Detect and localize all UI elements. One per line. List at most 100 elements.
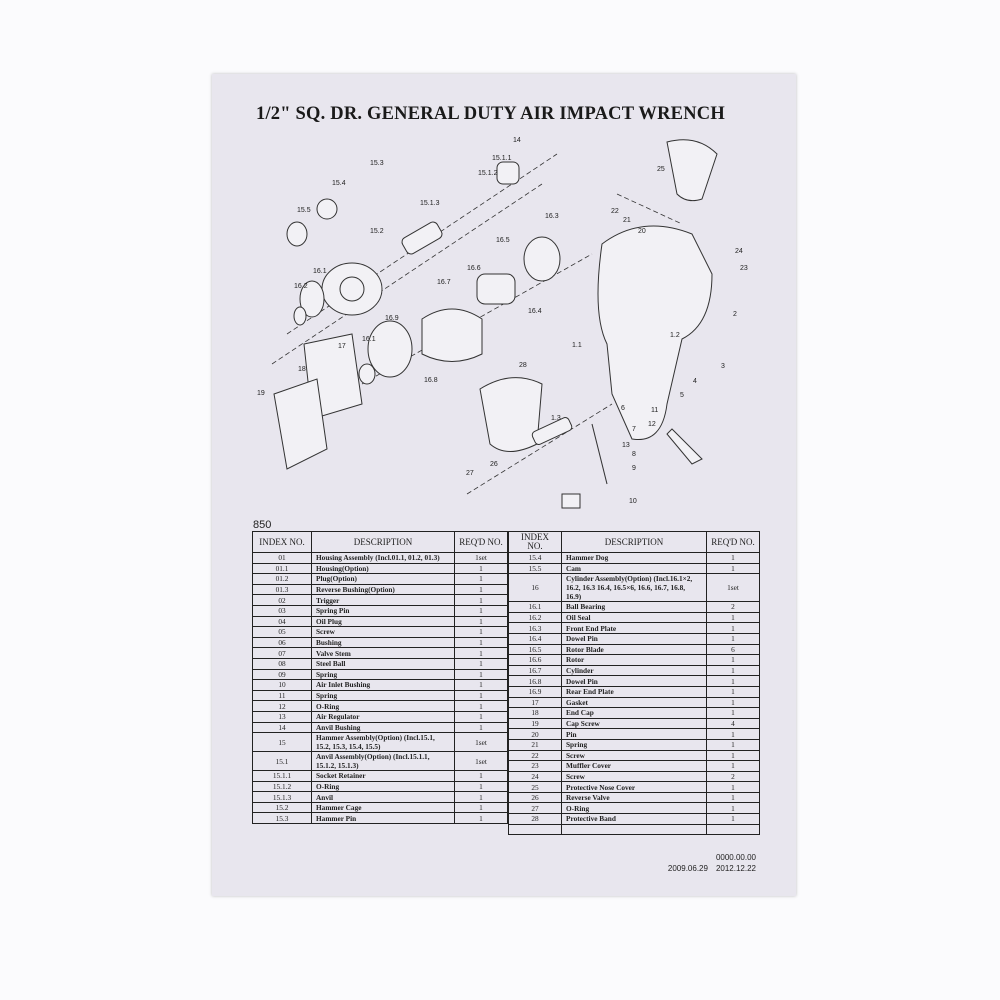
callout-label: 24: [735, 248, 743, 255]
part-quantity: 1: [454, 636, 508, 649]
part-description: O-Ring: [311, 700, 455, 712]
part-description: Rear End Plate: [561, 685, 707, 698]
part-description: [561, 823, 707, 836]
callout-label: 16.7: [437, 279, 451, 286]
part-description: Rotor: [561, 654, 707, 666]
part-description: Hammer Pin: [311, 812, 455, 825]
part-index: 15.2: [252, 801, 312, 814]
part-quantity: 6: [706, 643, 760, 656]
nose-cover-part: [666, 139, 718, 202]
part-index: 28: [508, 813, 562, 825]
callout-label: 9: [632, 465, 636, 472]
part-index: 17: [508, 696, 562, 709]
part-index: 01: [252, 552, 312, 564]
revision-number: 0000.00.00: [715, 853, 756, 862]
callout-label: 21: [623, 217, 631, 224]
part-index: 15: [252, 732, 312, 753]
rear-end-plate-part: [367, 320, 413, 378]
part-index: 27: [508, 802, 562, 815]
index-header: INDEX NO.: [508, 531, 562, 553]
part-quantity: 1: [706, 813, 760, 825]
part-description: Screw: [561, 770, 707, 783]
part-quantity: 2: [706, 601, 760, 613]
part-description: Hammer Dog: [561, 552, 707, 564]
part-index: 15.3: [252, 812, 312, 825]
part-description: Anvil: [311, 791, 455, 803]
part-description: Cap Screw: [561, 717, 707, 730]
part-description: Anvil Assembly(Option) (Incl.15.1.1, 15.…: [311, 751, 455, 772]
description-header: DESCRIPTION: [311, 531, 455, 553]
part-quantity: 1: [454, 801, 508, 814]
part-quantity: 1: [706, 654, 760, 666]
callout-label: 19: [257, 390, 265, 397]
callout-label: 1.1: [572, 342, 582, 349]
part-description: End Cap: [561, 707, 707, 719]
part-description: Trigger: [311, 594, 455, 606]
part-index: 19: [508, 717, 562, 730]
part-index: 16.3: [508, 622, 562, 634]
part-description: Socket Retainer: [311, 770, 455, 782]
callout-label: 23: [740, 265, 748, 272]
part-index: 18: [508, 707, 562, 719]
callout-label: 17: [338, 343, 346, 350]
part-quantity: 1: [706, 696, 760, 709]
callout-label: 5: [680, 392, 684, 399]
callout-label: 18: [298, 366, 306, 373]
part-quantity: 1: [454, 647, 508, 659]
date-revised: 2012.12.22: [715, 864, 756, 873]
part-index: 16.6: [508, 654, 562, 666]
callout-label: 15.1.3: [420, 200, 440, 207]
part-index: 16.5: [508, 643, 562, 656]
part-quantity: 1: [454, 594, 508, 606]
end-cap-part: [273, 378, 328, 470]
part-index: 15.1.1: [252, 770, 312, 782]
callout-label: 26: [490, 461, 498, 468]
part-description: Dowel Pin: [561, 675, 707, 687]
callout-label: 4: [693, 378, 697, 385]
part-quantity: 2: [706, 770, 760, 783]
part-quantity: 1: [706, 760, 760, 772]
part-quantity: 1: [706, 562, 760, 575]
part-index: 15.5: [508, 562, 562, 575]
part-quantity: 1: [454, 562, 508, 575]
callout-label: 1.2: [670, 332, 680, 339]
part-quantity: 1: [454, 791, 508, 803]
part-index: 16: [508, 573, 562, 603]
housing-part: [597, 225, 713, 441]
model-number: 850: [253, 519, 272, 531]
callout-label: 16.1: [313, 268, 327, 275]
callout-label: 27: [466, 470, 474, 477]
part-quantity: 1: [454, 710, 508, 723]
part-quantity: 1: [454, 689, 508, 702]
callout-label: 16.1: [362, 336, 376, 343]
part-index: 12: [252, 700, 312, 712]
callout-label: 6: [621, 405, 625, 412]
part-description: Ball Bearing: [561, 601, 707, 613]
part-quantity: 1: [706, 685, 760, 698]
callout-label: 15.5: [297, 207, 311, 214]
part-index: 23: [508, 760, 562, 772]
part-description: Pin: [561, 728, 707, 740]
part-description: Spring: [311, 668, 455, 681]
cylinder-part: [421, 308, 483, 362]
callout-label: 8: [632, 451, 636, 458]
part-description: Cylinder: [561, 664, 707, 677]
part-index: 11: [252, 689, 312, 702]
